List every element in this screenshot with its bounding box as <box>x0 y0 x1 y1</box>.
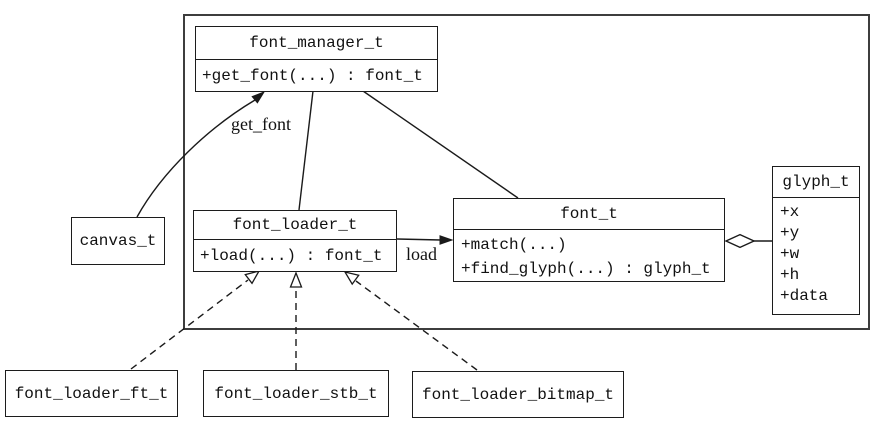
edge-manager-to-font <box>362 90 519 199</box>
attribute-label: +y <box>780 224 800 242</box>
method-label: +load(...) : font_t <box>200 247 383 265</box>
filled-arrowhead-icon <box>251 90 266 104</box>
class-name: font_manager_t <box>196 27 437 60</box>
class-box-font-manager-t: font_manager_t +get_font(...) : font_t <box>195 26 438 92</box>
class-name: font_loader_bitmap_t <box>421 385 615 404</box>
class-members: +x +y +w +h +data <box>773 198 859 311</box>
attribute-label: +data <box>780 287 829 305</box>
class-name: glyph_t <box>773 167 859 198</box>
class-box-font-loader-bitmap-t: font_loader_bitmap_t <box>412 371 624 418</box>
hollow-triangle-icon <box>244 269 261 285</box>
edge-ft-inherits-loader <box>130 279 249 370</box>
edge-loader-to-font <box>396 238 442 241</box>
class-box-canvas-t: canvas_t <box>71 217 165 265</box>
edge-loader-to-manager <box>298 90 314 211</box>
method-label: +match(...) <box>461 236 567 254</box>
attribute-label: +x <box>780 203 800 221</box>
class-box-font-loader-stb-t: font_loader_stb_t <box>203 370 389 417</box>
class-box-font-loader-t: font_loader_t +load(...) : font_t <box>193 210 397 272</box>
class-box-font-loader-ft-t: font_loader_ft_t <box>5 370 178 417</box>
class-name: canvas_t <box>79 232 157 250</box>
class-name: font_loader_t <box>194 211 396 240</box>
class-members: +get_font(...) : font_t <box>196 60 437 93</box>
filled-arrowhead-icon <box>439 235 454 245</box>
edge-label-load: load <box>406 244 437 264</box>
edge-bitmap-inherits-loader <box>355 280 478 371</box>
method-label: +get_font(...) : font_t <box>202 67 423 85</box>
attribute-label: +w <box>780 245 800 263</box>
class-box-glyph-t: glyph_t +x +y +w +h +data <box>772 166 860 315</box>
hollow-triangle-icon <box>343 271 360 286</box>
method-label: +find_glyph(...) : glyph_t <box>461 260 711 278</box>
class-name: font_loader_stb_t <box>214 384 378 403</box>
attribute-label: +h <box>780 266 800 284</box>
class-name: font_loader_ft_t <box>14 384 169 403</box>
edge-canvas-to-manager <box>136 99 256 218</box>
class-name: font_t <box>454 199 724 230</box>
class-members: +match(...) +find_glyph(...) : glyph_t <box>454 230 724 284</box>
class-members: +load(...) : font_t <box>194 240 396 272</box>
edge-label-get-font: get_font <box>231 114 291 134</box>
subsystem-boundary-frame <box>183 14 870 330</box>
hollow-triangle-icon <box>289 271 303 288</box>
class-box-font-t: font_t +match(...) +find_glyph(...) : gl… <box>453 198 725 282</box>
hollow-diamond-icon <box>724 233 756 249</box>
